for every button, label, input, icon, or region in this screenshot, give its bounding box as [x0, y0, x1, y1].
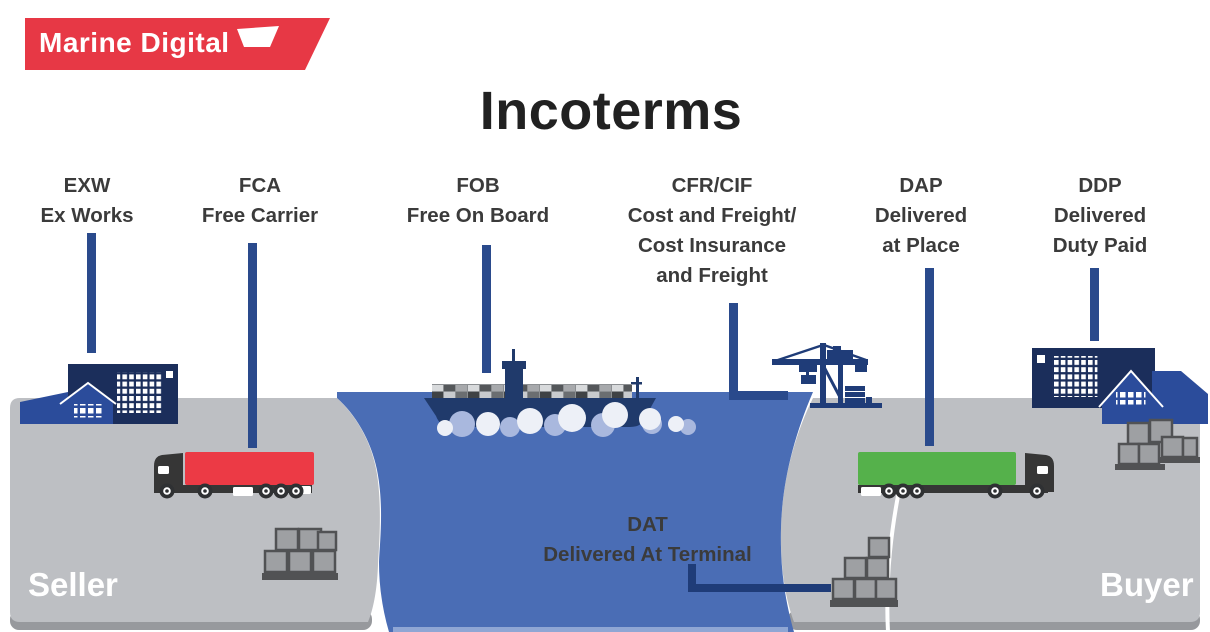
dap-pointer-line [925, 268, 934, 446]
term-name: at Place [882, 234, 960, 257]
term-label-dat: DAT Delivered At Terminal [520, 510, 775, 570]
term-name: Free On Board [406, 204, 550, 227]
term-name: Cost Insurance [637, 234, 787, 257]
term-name: and Freight [656, 264, 768, 287]
dat-pointer-line-vertical [688, 564, 696, 592]
dat-cargo-boxes-icon [830, 536, 898, 607]
buyer-cargo-boxes-icon [1115, 418, 1200, 470]
term-label-ddp: DDP Delivered Duty Paid [1020, 171, 1180, 261]
term-code: DAT [627, 513, 668, 536]
term-name: Free Carrier [201, 204, 319, 227]
term-code: CFR/CIF [671, 174, 753, 197]
exw-pointer-line [87, 233, 96, 353]
term-code: FOB [456, 174, 500, 197]
red-truck-icon [154, 452, 314, 499]
term-code: FCA [238, 174, 282, 197]
page-title: Incoterms [479, 81, 743, 141]
cfr-pointer-line-vertical [729, 303, 738, 400]
seller-cargo-boxes-icon [262, 527, 338, 580]
cfr-pointer-line-horizontal [729, 391, 788, 400]
term-label-cfr-cif: CFR/CIF Cost and Freight/ Cost Insurance… [587, 171, 837, 291]
dat-pointer-line-horizontal [688, 584, 831, 592]
term-label-fob: FOB Free On Board [378, 171, 578, 231]
logo-text: Marine Digital [39, 27, 230, 58]
term-name: Delivered [874, 204, 968, 227]
term-name: Delivered [1053, 204, 1147, 227]
container-crane-icon [772, 343, 882, 408]
seller-warehouse-icon [20, 381, 117, 424]
cargo-ship-icon [424, 349, 696, 437]
term-label-dap: DAP Delivered at Place [841, 171, 1001, 261]
buyer-label: Buyer [1100, 566, 1194, 603]
term-code: DDP [1078, 174, 1122, 197]
term-code: EXW [63, 174, 111, 197]
term-name: Ex Works [40, 204, 134, 227]
term-name: Duty Paid [1052, 234, 1148, 257]
term-code: DAP [899, 174, 943, 197]
seller-factory-icon [68, 364, 178, 424]
term-label-exw: EXW Ex Works [7, 171, 167, 231]
green-truck-icon [858, 452, 1054, 499]
fca-pointer-line [248, 243, 257, 448]
ddp-pointer-line [1090, 268, 1099, 341]
term-label-fca: FCA Free Carrier [180, 171, 340, 231]
marine-digital-logo: Marine Digital [25, 18, 330, 70]
ship-hull-icon [237, 26, 279, 47]
fob-pointer-line [482, 245, 491, 373]
term-name: Cost and Freight/ [627, 204, 797, 227]
buyer-warehouse-icon [1098, 369, 1208, 424]
term-name: Delivered At Terminal [543, 543, 752, 566]
seller-label: Seller [28, 566, 118, 603]
